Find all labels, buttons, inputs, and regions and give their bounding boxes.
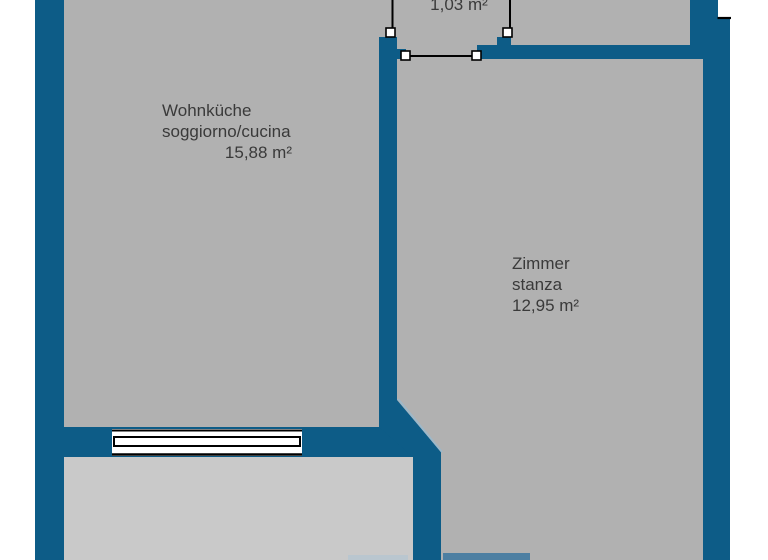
floor-bedroom bbox=[397, 40, 703, 560]
label-balcony: 1,03 m² bbox=[404, 0, 514, 15]
wall-hint-bottom-center bbox=[443, 553, 530, 560]
wall-right-upper bbox=[690, 0, 718, 18]
wall-central bbox=[379, 37, 397, 430]
window-opening bbox=[112, 429, 302, 456]
bedroom-name-it: stanza bbox=[512, 275, 563, 294]
railing-post-icon bbox=[502, 27, 513, 38]
wall-diagonal bbox=[379, 400, 441, 560]
wall-balcony-stub bbox=[497, 37, 511, 47]
wall-diagonal-edge bbox=[397, 398, 443, 453]
wall-left bbox=[35, 0, 64, 560]
railing-post-icon bbox=[400, 50, 411, 61]
wall-right-lower bbox=[703, 45, 730, 560]
wall-right-upper-step bbox=[690, 18, 730, 46]
living-kitchen-name-de: Wohnküche bbox=[162, 101, 252, 120]
window-bottom bbox=[112, 429, 302, 456]
label-bedroom: Zimmer stanza 12,95 m² bbox=[512, 253, 632, 316]
wall-top-bedroom bbox=[477, 45, 730, 59]
railing-post-icon bbox=[471, 50, 482, 61]
window-glass-symbol bbox=[113, 436, 301, 447]
railing-post-icon bbox=[385, 27, 396, 38]
bedroom-name-de: Zimmer bbox=[512, 254, 570, 273]
wall-hint-bottom-left bbox=[348, 555, 408, 560]
label-living-kitchen: Wohnküche soggiorno/cucina 15,88 m² bbox=[162, 100, 292, 163]
living-kitchen-name-it: soggiorno/cucina bbox=[162, 122, 291, 141]
balcony-area: 1,03 m² bbox=[430, 0, 488, 14]
bedroom-area: 12,95 m² bbox=[512, 296, 580, 315]
living-kitchen-area: 15,88 m² bbox=[224, 143, 292, 162]
floor-terrace-top-right bbox=[510, 0, 690, 45]
floor-terrace-bottom-left bbox=[63, 457, 413, 560]
floor-living-kitchen bbox=[64, 0, 392, 427]
